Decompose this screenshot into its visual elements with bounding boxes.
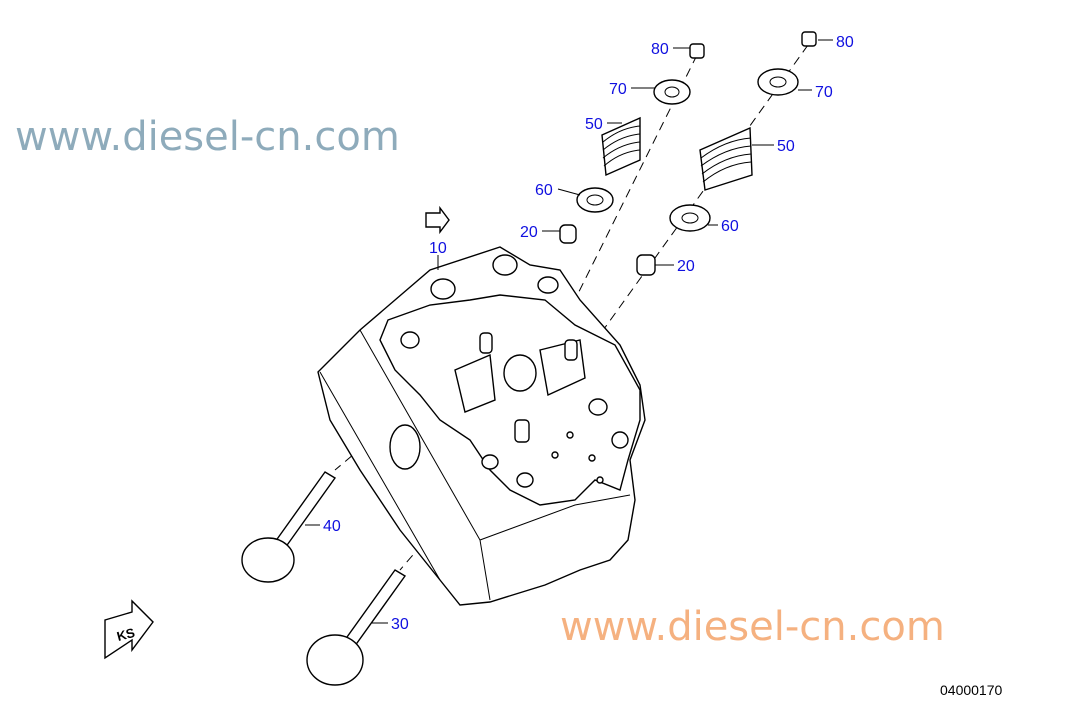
ks-direction-marker: KS bbox=[104, 599, 154, 660]
valve-spring-50-left bbox=[601, 116, 641, 177]
valve-stem-seal-20-right bbox=[636, 254, 656, 276]
callout-20-left: 20 bbox=[520, 224, 538, 241]
valve-cap-80-right bbox=[801, 31, 817, 47]
spring-retainer-70-right bbox=[757, 68, 799, 96]
callout-40: 40 bbox=[323, 518, 341, 535]
washer-60-right bbox=[669, 204, 711, 232]
valve-40 bbox=[241, 471, 337, 583]
valve-30 bbox=[306, 569, 407, 686]
watermark-top: www.diesel-cn.com bbox=[15, 114, 400, 160]
direction-arrow-icon bbox=[425, 205, 450, 235]
cylinder-head bbox=[317, 246, 646, 606]
callout-10: 10 bbox=[429, 240, 447, 257]
ks-marker-text: KS bbox=[115, 625, 137, 644]
watermark-bottom: www.diesel-cn.com bbox=[560, 604, 945, 650]
callout-50-right: 50 bbox=[777, 138, 795, 155]
bore-seal bbox=[389, 424, 421, 470]
callout-30: 30 bbox=[391, 616, 409, 633]
axis-line-right bbox=[534, 44, 809, 426]
callout-70-right: 70 bbox=[815, 84, 833, 101]
callout-20-right: 20 bbox=[677, 258, 695, 275]
valve-stem-seal-20-left bbox=[559, 224, 577, 244]
callout-60-right: 60 bbox=[721, 218, 739, 235]
callout-50-left: 50 bbox=[585, 116, 603, 133]
axis-line-left bbox=[504, 54, 698, 441]
figure-number: 04000170 bbox=[940, 682, 1003, 698]
callout-80-right: 80 bbox=[836, 34, 854, 51]
valve-spring-50-right bbox=[699, 126, 753, 191]
spring-retainer-70-left bbox=[653, 79, 691, 105]
callout-70-left: 70 bbox=[609, 81, 627, 98]
callout-80-left: 80 bbox=[651, 41, 669, 58]
leader-lines bbox=[305, 39, 833, 624]
valve-cap-80-left bbox=[689, 43, 705, 59]
washer-60-left bbox=[576, 187, 614, 213]
callout-60-left: 60 bbox=[535, 182, 553, 199]
